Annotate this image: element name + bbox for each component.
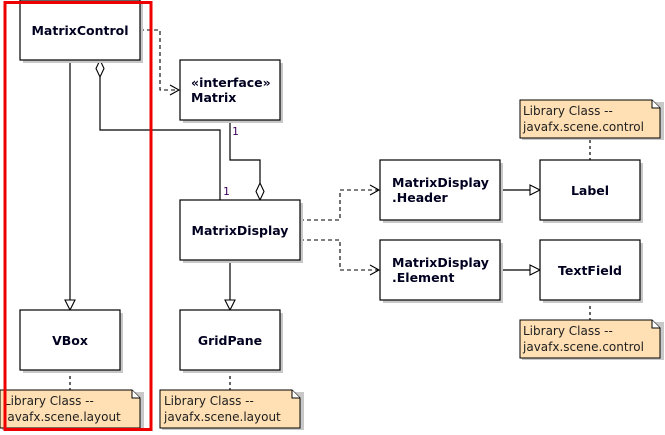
class-matrix-display-element[interactable]: MatrixDisplay .Element [379,239,503,303]
aggregation-matrix-to-display [229,120,261,183]
class-name: MatrixDisplay [392,255,489,270]
class-label[interactable]: Label [539,159,643,223]
note-text: javafx.scene.layout [163,410,281,424]
note-textfield-library[interactable]: Library Class -- javafx.scene.control [519,319,664,360]
dependency-display-to-element [300,239,378,271]
triangle-arrow-head [529,264,542,276]
triangle-arrow-head [529,184,542,196]
class-name: MatrixControl [31,23,128,38]
class-name: MatrixDisplay [392,175,489,190]
class-name: GridPane [198,333,262,348]
class-vbox[interactable]: VBox [19,309,123,373]
class-matrix-display[interactable]: MatrixDisplay [179,199,303,263]
class-matrix-display-header[interactable]: MatrixDisplay .Header [379,159,503,223]
highlight-rectangle [3,1,153,431]
class-matrix-interface[interactable]: «interface» Matrix [179,59,283,123]
triangle-arrow-head [64,299,76,312]
note-text: javafx.scene.layout [3,410,121,424]
class-matrix-control[interactable]: MatrixControl [19,0,143,63]
stereotype-label: «interface» [191,75,271,90]
note-text: Library Class -- [523,104,613,118]
multiplicity-label: 1 [232,125,239,138]
open-arrow-head [169,84,181,96]
note-text: javafx.scene.control [522,340,644,354]
multiplicity-label: 1 [223,185,230,198]
open-arrow-head [369,184,381,196]
note-text: Library Class -- [523,324,613,338]
class-name: Matrix [191,90,236,105]
class-name: VBox [52,333,88,348]
aggregation-diamond [255,181,265,202]
connectors: 1 1 [64,29,591,390]
dependency-control-to-matrix [140,29,178,91]
aggregation-control-to-display [99,77,221,200]
triangle-arrow-head [224,299,236,312]
note-label-library[interactable]: Library Class -- javafx.scene.control [519,99,664,140]
note-text: Library Class -- [4,394,94,408]
class-name: TextField [558,263,622,278]
open-arrow-head [369,264,381,276]
note-vbox-library[interactable]: Library Class -- javafx.scene.layout [0,389,144,430]
aggregation-diamond [95,58,105,79]
class-name-suffix: .Element [392,270,454,285]
class-gridpane[interactable]: GridPane [179,309,283,373]
class-name: Label [571,183,609,198]
class-name: MatrixDisplay [192,223,289,238]
note-gridpane-library[interactable]: Library Class -- javafx.scene.layout [159,389,304,430]
class-name-suffix: .Header [392,190,449,205]
note-text: Library Class -- [164,394,254,408]
dependency-display-to-header [300,189,378,221]
note-text: javafx.scene.control [522,120,644,134]
class-textfield[interactable]: TextField [539,239,643,303]
